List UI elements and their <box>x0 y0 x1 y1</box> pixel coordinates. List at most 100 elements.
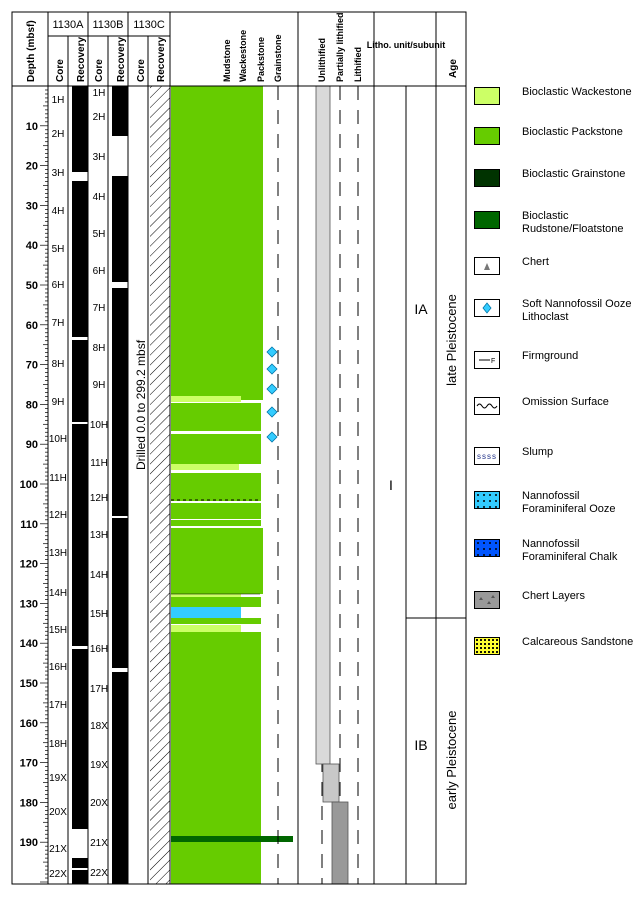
core-label: 7H <box>93 303 106 314</box>
core-label: 9H <box>93 380 106 391</box>
texture-label-wackestone: Wackestone <box>238 30 248 82</box>
core-label: 21X <box>49 844 67 855</box>
core-label: 18X <box>90 721 108 732</box>
lith-label-partially: Partially lithified <box>335 12 345 82</box>
depth-tick-label: 120 <box>20 559 38 571</box>
firmground-icon: F <box>474 351 500 369</box>
wavy-line-icon <box>474 397 500 415</box>
depth-tick-label: 40 <box>26 240 38 252</box>
core-label: 8H <box>52 359 65 370</box>
legend-wackestone: Bioclastic Wackestone <box>470 84 644 124</box>
core-label: 20X <box>49 807 67 818</box>
hole-label-a: 1130A <box>53 19 85 31</box>
legend-grainstone: Bioclastic Grainstone <box>470 166 644 206</box>
depth-tick-label: 80 <box>26 399 38 411</box>
core-label: 16H <box>49 662 67 673</box>
core-label: 5H <box>93 229 106 240</box>
drilled-interval-text: Drilled 0.0 to 299.2 mbsf <box>134 339 148 470</box>
legend-slump: ssss Slump <box>470 444 644 484</box>
age-early-label: early Pleistocene <box>444 711 459 810</box>
core-label: 2H <box>93 112 106 123</box>
grainstone-swatch <box>474 169 500 187</box>
texture-label-grainstone: Grainstone <box>273 34 283 82</box>
core-label-b: Core <box>94 59 105 82</box>
svg-text:F: F <box>491 358 495 365</box>
unit-label-text: Litho. unit/subunit <box>367 40 445 50</box>
core-label: 5H <box>52 244 65 255</box>
legend-sandstone-label: Calcareous Sandstone <box>522 636 634 648</box>
legend-omission-label: Omission Surface <box>522 396 609 408</box>
wackestone-swatch <box>474 87 500 105</box>
core-label: 17H <box>49 700 67 711</box>
depth-tick-label: 10 <box>26 121 38 133</box>
diamond-icon <box>474 299 500 317</box>
core-label: 1H <box>52 95 65 106</box>
core-label: 10H <box>49 434 67 445</box>
depth-tick-label: 60 <box>26 320 38 332</box>
legend-ooze-clast-label: Soft Nannofossil Ooze Lithoclast <box>522 298 632 323</box>
legend-chert: Chert <box>470 254 644 294</box>
depth-tick-label: 190 <box>20 837 38 849</box>
lith-label-lithified: Lithified <box>353 47 363 82</box>
core-labels-1130a: 1H2H3H4H5H6H7H8H9H10H11H12H13H14H15H16H1… <box>49 95 67 880</box>
depth-axis-label: Depth (mbsf) <box>26 20 37 82</box>
recovery-column-1130a <box>72 86 88 884</box>
legend-chalk-label: Nannofossil Foraminiferal Chalk <box>522 538 618 563</box>
legend-grainstone-label: Bioclastic Grainstone <box>522 168 626 180</box>
core-label: 19X <box>90 760 108 771</box>
core-label: 6H <box>93 266 106 277</box>
recovery-label-a: Recovery <box>76 37 87 82</box>
lithology-column <box>171 86 293 884</box>
core-label: 15H <box>49 625 67 636</box>
legend-firmground: F Firmground <box>470 348 644 388</box>
core-label: 7H <box>52 318 65 329</box>
core-label: 4H <box>93 192 106 203</box>
core-label: 16H <box>90 644 108 655</box>
depth-labels: 1020304050607080901001101201301401501601… <box>20 121 38 849</box>
packstone-swatch <box>474 127 500 145</box>
depth-tick-label: 180 <box>20 797 38 809</box>
hole-label-c: 1130C <box>133 19 165 31</box>
core-label: 12H <box>90 493 108 504</box>
depth-tick-label: 20 <box>26 161 38 173</box>
core-label: 13H <box>49 548 67 559</box>
core-label: 6H <box>52 280 65 291</box>
legend-sandstone: Calcareous Sandstone <box>470 634 644 674</box>
depth-tick-label: 150 <box>20 678 38 690</box>
depth-tick-label: 70 <box>26 360 38 372</box>
texture-label-packstone: Packstone <box>256 37 266 82</box>
depth-tick-label: 140 <box>20 638 38 650</box>
age-late-label: late Pleistocene <box>444 294 459 386</box>
lith-label-unlithified: Unlithified <box>317 38 327 82</box>
subunit-ia-label: IA <box>414 301 428 317</box>
ooze-swatch <box>474 491 500 509</box>
depth-tick-label: 110 <box>20 519 38 531</box>
legend-chert-layers-label: Chert Layers <box>522 590 585 602</box>
legend-packstone: Bioclastic Packstone <box>470 124 644 164</box>
core-label: 15H <box>90 609 108 620</box>
core-label-a: Core <box>55 59 66 82</box>
legend-packstone-label: Bioclastic Packstone <box>522 126 623 138</box>
ooze-lithoclast-markers <box>266 346 278 443</box>
core-label: 22X <box>90 868 108 879</box>
core-label: 10H <box>90 420 108 431</box>
legend-chalk: Nannofossil Foraminiferal Chalk <box>470 536 644 576</box>
core-label: 3H <box>52 168 65 179</box>
legend-rudstone: Bioclastic Rudstone/Floatstone <box>470 208 644 248</box>
core-label: 14H <box>90 570 108 581</box>
recovery-label-c: Recovery <box>156 37 167 82</box>
recovery-column-1130b <box>112 86 128 884</box>
sandstone-swatch <box>474 637 500 655</box>
core-label: 22X <box>49 869 67 880</box>
diagram-frame <box>11 11 467 885</box>
depth-ticks <box>40 85 48 883</box>
chert-layers-swatch <box>474 591 500 609</box>
legend-wackestone-label: Bioclastic Wackestone <box>522 86 632 98</box>
recovery-label-b: Recovery <box>116 37 127 82</box>
core-label-c: Core <box>136 59 147 82</box>
core-label: 3H <box>93 152 106 163</box>
chalk-swatch <box>474 539 500 557</box>
core-label: 1H <box>93 88 106 99</box>
legend-chert-layers: Chert Layers <box>470 588 644 628</box>
